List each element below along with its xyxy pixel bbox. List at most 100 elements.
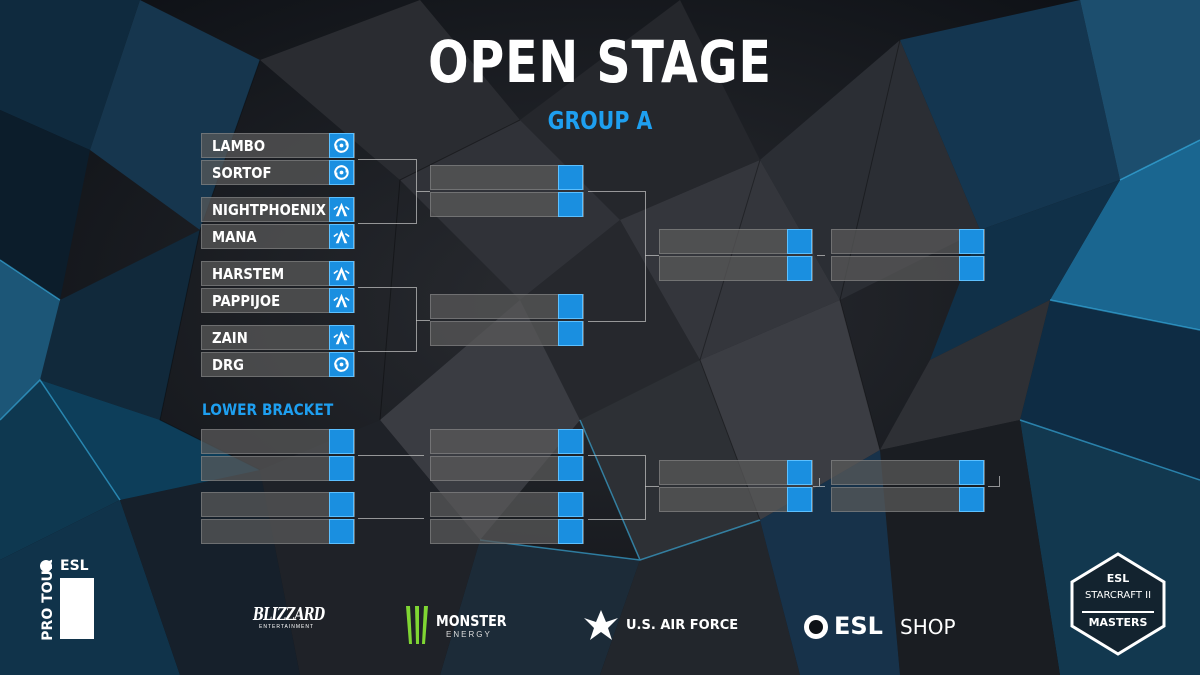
air-force-wings-icon — [584, 610, 618, 640]
empty-slot[interactable] — [831, 256, 985, 281]
monster-energy-logo: MONSTER ENERGY — [402, 604, 514, 648]
group-subtitle: GROUP A — [547, 106, 653, 135]
empty-slot[interactable] — [659, 487, 813, 512]
bracket-connector — [999, 476, 1000, 486]
lower-bracket-label: LOWER BRACKET — [202, 400, 334, 419]
score-box — [558, 456, 583, 481]
masters-badge-icon — [1070, 552, 1166, 656]
esl-mark-icon — [40, 560, 52, 572]
player-slot[interactable]: NIGHTPHOENIX — [201, 197, 355, 222]
empty-slot[interactable] — [659, 256, 813, 281]
score-box — [959, 487, 984, 512]
empty-slot[interactable] — [831, 487, 985, 512]
upper-r1-match-1: LAMBO SORTOF — [201, 133, 355, 187]
upper-r2-match-2 — [430, 294, 584, 348]
upper-r1-match-2: NIGHTPHOENIX MANA — [201, 197, 355, 251]
empty-slot[interactable] — [201, 519, 355, 544]
score-box — [787, 229, 812, 254]
page-title: OPEN STAGE — [428, 28, 772, 96]
player-name: PAPPIJOE — [212, 292, 281, 310]
bracket-connector — [358, 518, 424, 519]
bracket-connector — [358, 455, 424, 456]
lower-r1-match-1 — [201, 429, 355, 483]
player-name: DRG — [212, 356, 244, 374]
blizzard-logo: BLIZZARD ENTERTAINMENT — [253, 604, 329, 648]
score-box — [329, 429, 354, 454]
bracket-connector — [645, 486, 659, 487]
monster-sub-text: ENERGY — [446, 630, 492, 639]
score-box — [558, 321, 583, 346]
empty-slot[interactable] — [430, 519, 584, 544]
lower-final-match — [659, 460, 813, 514]
bracket-connector — [817, 255, 825, 256]
player-name: SORTOF — [212, 164, 272, 182]
empty-slot[interactable] — [430, 192, 584, 217]
score-box — [558, 192, 583, 217]
lower-r2-match-2 — [430, 492, 584, 546]
score-box — [787, 460, 812, 485]
empty-slot[interactable] — [430, 492, 584, 517]
score-box — [329, 456, 354, 481]
player-name: ZAIN — [212, 329, 248, 347]
empty-slot[interactable] — [831, 460, 985, 485]
player-name: LAMBO — [212, 137, 266, 155]
esl-shop-logo: ESL SHOP — [804, 610, 956, 644]
empty-slot[interactable] — [430, 165, 584, 190]
bracket-connector — [819, 478, 820, 486]
protoss-icon — [329, 288, 354, 313]
bracket-connector — [588, 191, 646, 322]
empty-slot[interactable] — [201, 456, 355, 481]
pro-tour-bar — [60, 578, 94, 639]
zerg-icon — [329, 133, 354, 158]
us-air-force-logo: U.S. AIR FORCE — [582, 606, 752, 646]
player-name: NIGHTPHOENIX — [212, 201, 326, 219]
player-slot[interactable]: MANA — [201, 224, 355, 249]
player-name: MANA — [212, 228, 257, 246]
player-name: HARSTEM — [212, 265, 285, 283]
bracket-connector — [358, 287, 417, 352]
esl-text: ESL — [60, 558, 89, 574]
empty-slot[interactable] — [201, 492, 355, 517]
empty-slot[interactable] — [201, 429, 355, 454]
player-slot[interactable]: ZAIN — [201, 325, 355, 350]
monster-claw-icon — [406, 606, 428, 644]
score-box — [558, 519, 583, 544]
bracket-connector — [358, 159, 417, 224]
player-slot[interactable]: HARSTEM — [201, 261, 355, 286]
bracket-connector — [416, 191, 430, 192]
empty-slot[interactable] — [430, 294, 584, 319]
score-box — [959, 256, 984, 281]
empty-slot[interactable] — [430, 429, 584, 454]
masters-label-text: MASTERS — [1088, 616, 1148, 629]
masters-game-text: STARCRAFT II — [1084, 590, 1152, 601]
monster-text: MONSTER — [436, 612, 507, 630]
upper-r2-match-1 — [430, 165, 584, 219]
player-slot[interactable]: DRG — [201, 352, 355, 377]
score-box — [959, 229, 984, 254]
bracket-connector — [416, 320, 430, 321]
empty-slot[interactable] — [659, 460, 813, 485]
starcraft-masters-logo: ESL STARCRAFT II MASTERS — [1070, 552, 1166, 656]
player-slot[interactable]: SORTOF — [201, 160, 355, 185]
empty-slot[interactable] — [659, 229, 813, 254]
blizzard-text: BLIZZARD — [253, 604, 325, 625]
lower-advance-match — [831, 460, 985, 514]
protoss-icon — [329, 224, 354, 249]
esl-shop-mark-icon — [804, 615, 828, 639]
upper-r1-match-4: ZAIN DRG — [201, 325, 355, 379]
esl-pro-tour-logo: PRO TOUR ESL — [36, 556, 96, 641]
score-box — [558, 429, 583, 454]
upper-final-match — [659, 229, 813, 283]
player-slot[interactable]: PAPPIJOE — [201, 288, 355, 313]
score-box — [959, 460, 984, 485]
score-box — [787, 487, 812, 512]
air-force-text: U.S. AIR FORCE — [626, 618, 739, 633]
player-slot[interactable]: LAMBO — [201, 133, 355, 158]
esl-shop-shop-text: SHOP — [900, 615, 956, 639]
score-box — [329, 492, 354, 517]
empty-slot[interactable] — [430, 321, 584, 346]
empty-slot[interactable] — [831, 229, 985, 254]
bracket-connector — [988, 486, 1000, 487]
empty-slot[interactable] — [430, 456, 584, 481]
